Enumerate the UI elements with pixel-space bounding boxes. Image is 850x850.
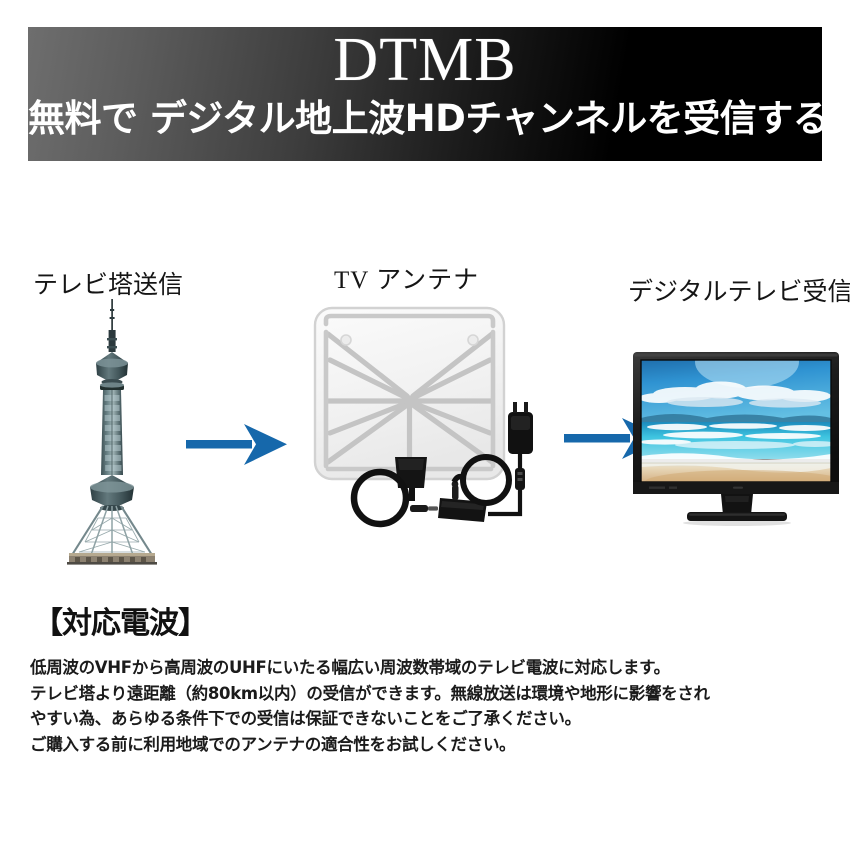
- info-paragraph-1: 低周波のVHFから高周波のUHFにいたる幅広い周波数帯域のテレビ電波に対応します…: [30, 658, 670, 677]
- info-paragraph-4: ご購入する前に利用地域でのアンテナの適合性をお試しください。: [30, 734, 516, 754]
- info-paragraph-3: やすい為、あらゆる条件下での受信は保証できないことをご了承ください。: [30, 709, 581, 728]
- label-tv-antenna: TV アンテナ: [334, 267, 480, 294]
- label-tower-transmission: テレビ塔送信: [33, 272, 184, 299]
- label-digital-tv-reception: デジタルテレビ受信: [628, 279, 850, 306]
- header-banner: DTMB 無料で デジタル地上波HDチャンネルを受信する: [28, 27, 822, 161]
- info-paragraph-2: テレビ塔より遠距離（約80km以内）の受信ができます。無線放送は環境や地形に影響…: [30, 683, 710, 703]
- banner-title: DTMB: [333, 27, 517, 94]
- flat-screen-tv-icon: [633, 352, 839, 526]
- arrow-tower-to-antenna-icon: [186, 424, 287, 465]
- flat-panel-antenna-icon: [313, 306, 533, 528]
- section-heading-supported-waves: 【対応電波】: [33, 606, 208, 641]
- tv-tower-icon: [67, 299, 157, 565]
- banner-subtitle: 無料で デジタル地上波HDチャンネルを受信する: [28, 97, 822, 140]
- info-body-copy: 低周波のVHFから高周波のUHFにいたる幅広い周波数帯域のテレビ電波に対応します…: [30, 655, 830, 757]
